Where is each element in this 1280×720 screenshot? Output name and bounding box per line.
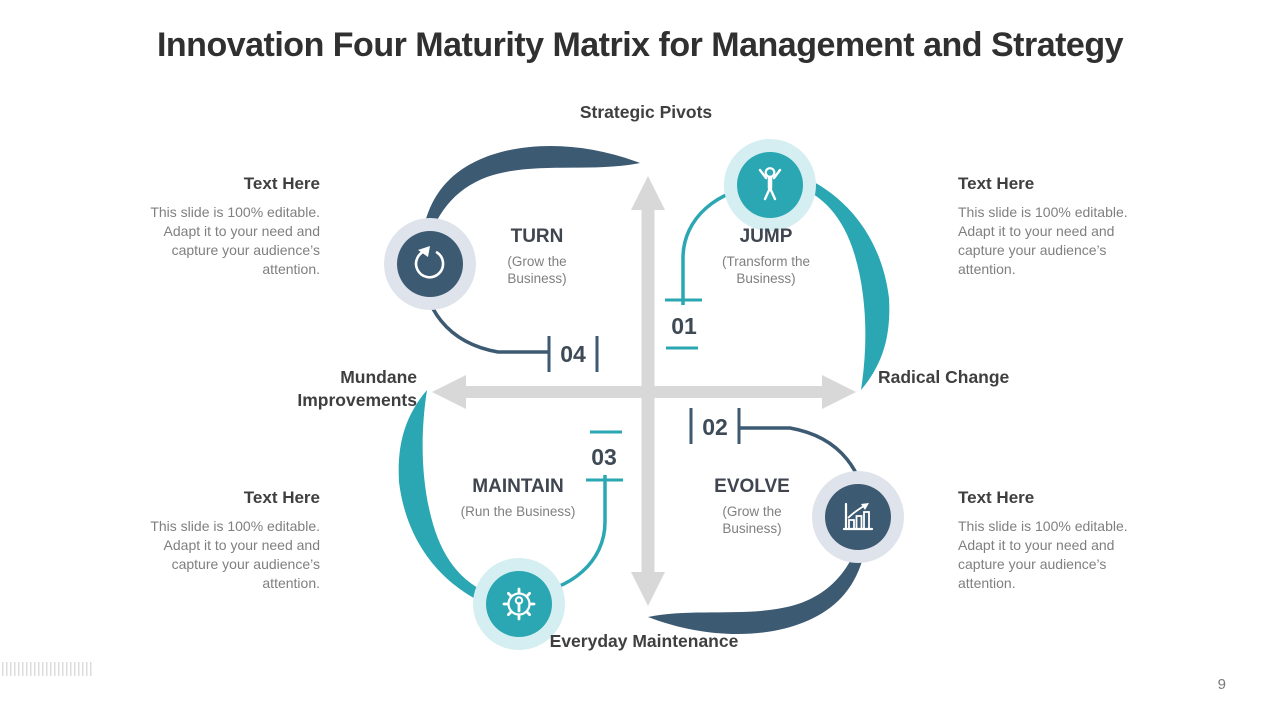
number-04-ticks [547, 336, 599, 372]
step-number-03: 03 [591, 444, 617, 470]
quadrant-title-jump: JUMP [739, 226, 793, 247]
turn-crescent [420, 145, 640, 266]
up-arrowhead-icon [631, 176, 665, 210]
maintain-crescent [398, 390, 496, 605]
text-block-bottom-right: Text Here This slide is 100% editable. A… [958, 488, 1138, 593]
icon-disc [825, 484, 891, 550]
page-title: Innovation Four Maturity Matrix for Mana… [156, 26, 1124, 64]
quadrant-title-turn: TURN [510, 226, 564, 247]
right-arrowhead-icon [822, 375, 856, 409]
number-03-ticks [586, 430, 623, 482]
bar-chart-growth-icon [812, 471, 904, 563]
step-number-02: 02 [702, 414, 728, 440]
number-02-ticks [689, 408, 741, 444]
text-block-body: This slide is 100% editable. Adapt it to… [958, 204, 1128, 277]
text-block-body: This slide is 100% editable. Adapt it to… [150, 518, 320, 591]
text-block-top-right: Text Here This slide is 100% editable. A… [958, 174, 1138, 279]
axis-cross [432, 176, 856, 606]
quadrant-subtitle-maintain: (Run the Business) [460, 504, 576, 519]
quadrant-subtitle-jump: (Transform the Business) [721, 254, 811, 286]
step-number-04: 04 [560, 341, 586, 367]
icon-disc [397, 231, 463, 297]
quadrant-subtitle-turn: (Grow the Business) [507, 254, 567, 286]
quadrant-subtitle-evolve: (Grow the Business) [722, 504, 782, 536]
axis-label-left: Mundane Improvements [297, 367, 417, 410]
text-block-heading: Text Here [243, 488, 320, 507]
watermark-barcode [2, 662, 94, 676]
down-arrowhead-icon [631, 572, 665, 606]
text-block-body: This slide is 100% editable. Adapt it to… [958, 518, 1128, 591]
gear-wrench-icon [473, 558, 565, 650]
jumping-person-icon [724, 139, 816, 231]
axis-label-right: Radical Change [878, 367, 1010, 387]
horizontal-axis-shaft [460, 386, 826, 398]
text-block-heading: Text Here [958, 174, 1035, 193]
quadrant-title-evolve: EVOLVE [714, 476, 790, 497]
quadrant-title-maintain: MAINTAIN [472, 476, 564, 497]
text-block-heading: Text Here [243, 174, 320, 193]
text-block-bottom-left: Text Here This slide is 100% editable. A… [140, 488, 320, 593]
text-block-heading: Text Here [958, 488, 1035, 507]
axis-label-bottom: Everyday Maintenance [549, 631, 739, 651]
jump-crescent [792, 175, 890, 390]
rotate-arrow-icon [384, 218, 476, 310]
text-block-body: This slide is 100% editable. Adapt it to… [150, 204, 320, 277]
number-01-ticks [665, 298, 702, 350]
page-number: 9 [1217, 676, 1226, 693]
step-number-01: 01 [671, 313, 697, 339]
left-arrowhead-icon [432, 375, 466, 409]
text-block-top-left: Text Here This slide is 100% editable. A… [140, 174, 320, 279]
axis-label-top: Strategic Pivots [579, 102, 713, 122]
evolve-crescent [648, 514, 868, 635]
